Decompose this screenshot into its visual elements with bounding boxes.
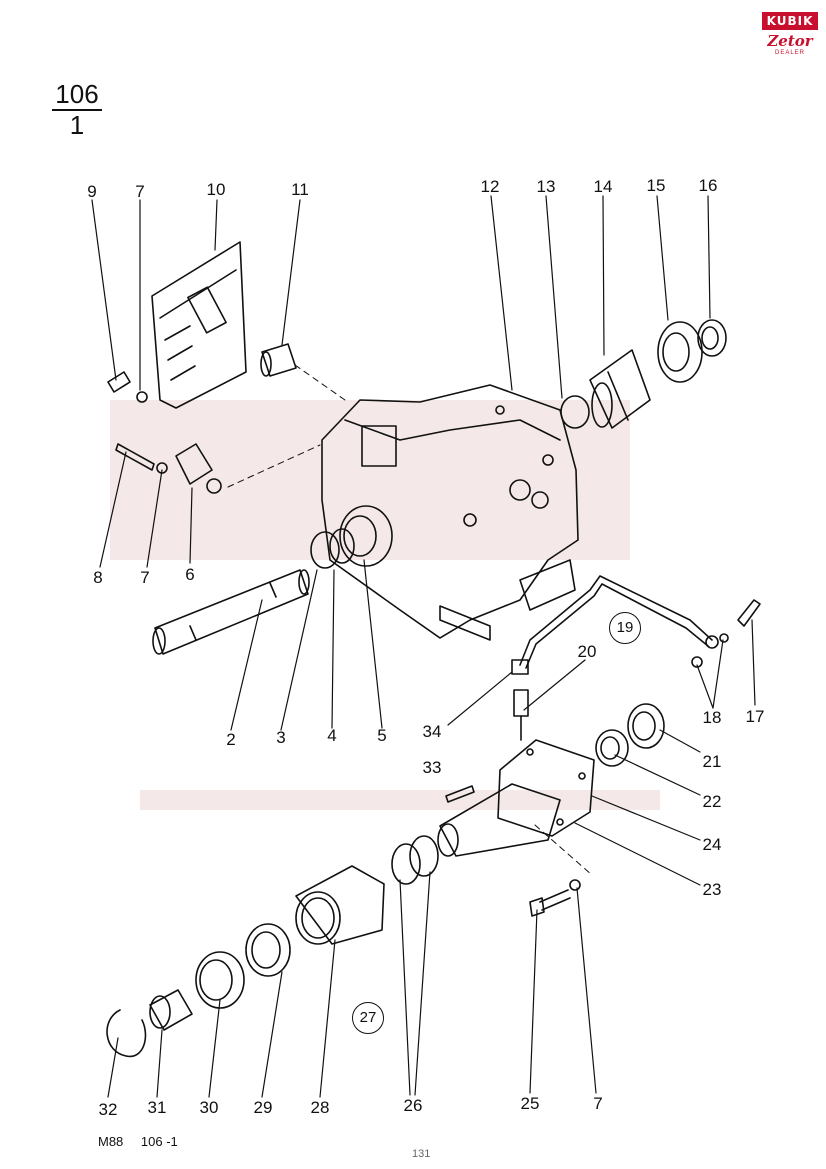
callout-12: 12: [480, 177, 500, 196]
logo-brand: KUBIK: [762, 12, 818, 30]
circlips-3-4: [310, 528, 355, 569]
callout-30: 30: [199, 1098, 219, 1117]
bolt-25: [529, 879, 581, 917]
callout-13: 13: [536, 177, 556, 196]
bearing-29: [245, 923, 291, 977]
footer-code: 106 -1: [140, 1134, 178, 1149]
gear-14: [589, 349, 651, 429]
circlip-13: [560, 395, 590, 429]
screw-9: [107, 371, 148, 403]
bearing-15: [657, 321, 703, 383]
callout-3: 3: [276, 728, 286, 747]
callout-26: 26: [403, 1096, 423, 1115]
callout-7: 7: [593, 1094, 603, 1113]
o-rings-26: [391, 835, 439, 885]
key-33: [445, 785, 475, 803]
logo-tag: DEALER: [774, 50, 805, 56]
callout-22: 22: [702, 792, 722, 811]
circlip-32: [106, 1009, 147, 1058]
spacer-31: [149, 989, 193, 1031]
callout-15: 15: [646, 176, 666, 195]
seal-21: [627, 703, 665, 749]
bearing-5: [339, 505, 393, 567]
callout-11: 11: [291, 180, 309, 199]
callout-24: 24: [702, 835, 722, 854]
transmission-housing: [321, 384, 579, 641]
callout-7: 7: [135, 182, 145, 201]
callout-16: 16: [698, 176, 718, 195]
callout-29: 29: [253, 1098, 273, 1117]
output-shaft: [152, 569, 310, 655]
leader-lines: [91, 195, 756, 1098]
callout-28: 28: [310, 1098, 330, 1117]
callout-23: 23: [702, 880, 722, 899]
sleeve-28: [295, 865, 385, 945]
footer-reference: M88 106 -1: [98, 1134, 192, 1149]
callout-32: 32: [98, 1100, 118, 1119]
cover-plate: [151, 241, 247, 409]
ring-30: [195, 951, 245, 1009]
dealer-logo: KUBIK Zetor DEALER: [762, 12, 818, 62]
callout-25: 25: [520, 1094, 540, 1113]
callout-20: 20: [577, 642, 597, 661]
page-reference: 106 1: [52, 80, 102, 139]
callout-17: 17: [745, 707, 765, 726]
footer-page-number: 131: [412, 1148, 431, 1160]
callout-33: 33: [422, 758, 442, 777]
callout-21: 21: [702, 752, 722, 771]
callout-5: 5: [377, 726, 387, 745]
ring-callout-27: 27: [352, 1002, 384, 1034]
union-20: [513, 689, 529, 741]
callout-14: 14: [593, 177, 613, 196]
callout-2: 2: [226, 730, 236, 749]
oil-pipe: [511, 575, 761, 675]
flange-housing: [437, 739, 595, 857]
seal-22: [595, 729, 629, 767]
bolt-flange-assembly: [115, 443, 222, 494]
watermark: [110, 400, 660, 810]
callout-34: 34: [422, 722, 442, 741]
seal-16: [697, 319, 727, 357]
ring-callout-19: 19: [609, 612, 641, 644]
callout-8: 8: [93, 568, 103, 587]
callout-6: 6: [185, 565, 195, 584]
callout-7: 7: [140, 568, 150, 587]
callout-9: 9: [87, 182, 97, 201]
page-ref-bottom: 1: [69, 110, 85, 140]
callout-10: 10: [206, 180, 226, 199]
footer-model: M88: [98, 1134, 124, 1149]
callout-4: 4: [327, 726, 337, 745]
callout-18: 18: [702, 708, 722, 727]
bushing: [260, 343, 297, 377]
logo-sub: Zetor: [767, 32, 813, 50]
page-ref-top: 106: [52, 80, 102, 111]
callout-31: 31: [147, 1098, 167, 1117]
